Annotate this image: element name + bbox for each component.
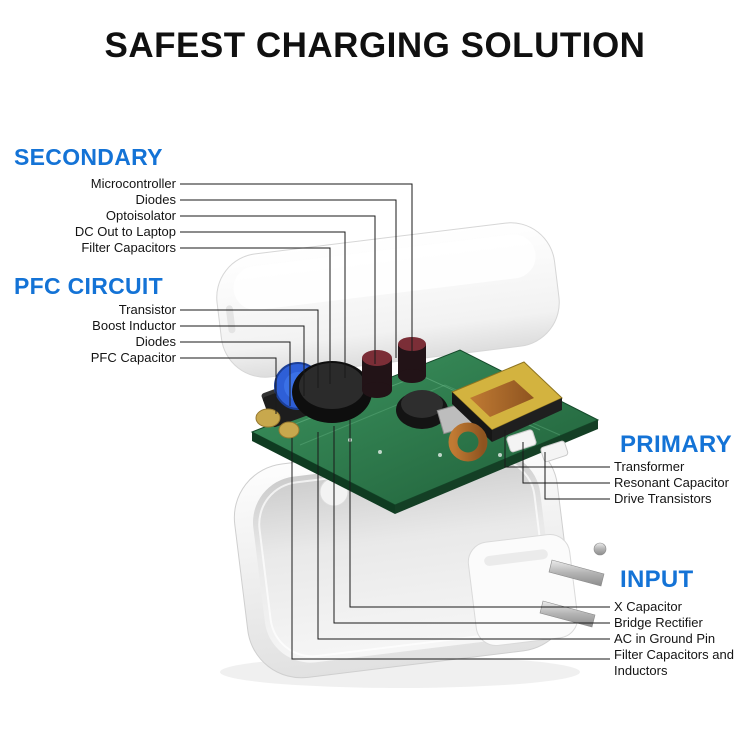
label-resonant-capacitor: Resonant Capacitor — [614, 475, 729, 490]
leader-filter-capacitors-secondary — [180, 247, 331, 384]
secondary-label-list: Microcontroller Diodes Optoisolator DC O… — [0, 176, 176, 256]
leader-transformer — [504, 430, 610, 468]
label-transistor: Transistor — [118, 302, 176, 317]
bulk-capacitor-top — [299, 363, 365, 409]
drive-transistor — [540, 440, 569, 463]
silkscreen-dot — [498, 453, 502, 457]
circuit-board — [250, 337, 600, 514]
drive-transistor — [506, 429, 537, 453]
section-heading-pfc-circuit: PFC CIRCUIT — [14, 273, 163, 299]
label-ac-in-ground-pin: AC in Ground Pin — [614, 631, 716, 646]
page-title: SAFEST CHARGING SOLUTION — [104, 26, 646, 65]
label-boost-inductor: Boost Inductor — [92, 318, 176, 333]
label-diodes-secondary: Diodes — [135, 192, 176, 207]
label-optoisolator: Optoisolator — [105, 208, 176, 223]
primary-label-list: Transformer Resonant Capacitor Drive Tra… — [614, 459, 746, 507]
label-x-capacitor: X Capacitor — [614, 599, 682, 614]
input-label-list: X Capacitor Bridge Rectifier AC in Groun… — [614, 599, 740, 679]
top-shell — [216, 222, 560, 378]
leader-diodes-secondary — [180, 199, 397, 358]
electrolytic-cap — [278, 421, 300, 439]
leader-x-capacitor — [349, 420, 610, 608]
leader-drive-transistors — [544, 452, 610, 500]
leader-diodes-pfc — [180, 341, 291, 406]
label-dc-out-to-laptop: DC Out to Laptop — [74, 224, 176, 239]
leader-resonant-capacitor — [522, 442, 610, 484]
silkscreen-dot — [438, 453, 442, 457]
section-heading-primary: PRIMARY — [620, 431, 732, 458]
plug-tower — [467, 533, 579, 647]
leader-input-filter — [291, 438, 610, 660]
leader-dc-out — [180, 231, 346, 378]
pfc-label-list: Transistor Boost Inductor Diodes PFC Cap… — [0, 302, 176, 366]
label-diodes-pfc: Diodes — [135, 334, 176, 349]
ground-pin — [593, 542, 607, 556]
callout-lines — [180, 183, 610, 660]
leader-boost-inductor — [180, 325, 305, 396]
section-heading-input: INPUT — [620, 566, 694, 593]
label-filter-capacitors: Filter Capacitors — [81, 240, 176, 255]
label-bridge-rectifier: Bridge Rectifier — [614, 615, 703, 630]
label-microcontroller: Microcontroller — [90, 176, 176, 191]
label-filter-capacitors-inductors: Filter Capacitors and Inductors — [614, 647, 734, 678]
leader-microcontroller — [180, 183, 413, 352]
silkscreen-dot — [378, 450, 382, 454]
label-transformer: Transformer — [614, 459, 685, 474]
filter-capacitor — [362, 350, 392, 398]
leader-optoisolator — [180, 215, 376, 364]
leader-transistor — [180, 309, 319, 388]
inductor-top — [401, 390, 443, 418]
leader-bridge-rectifier — [333, 426, 610, 624]
label-drive-transistors: Drive Transistors — [614, 491, 712, 506]
electrolytic-cap — [255, 408, 281, 428]
section-heading-secondary: SECONDARY — [14, 144, 163, 170]
label-pfc-capacitor: PFC Capacitor — [90, 350, 176, 365]
leader-ac-ground-pin — [317, 432, 610, 640]
toroid-coil — [448, 422, 488, 462]
leader-pfc-capacitor — [180, 357, 277, 414]
